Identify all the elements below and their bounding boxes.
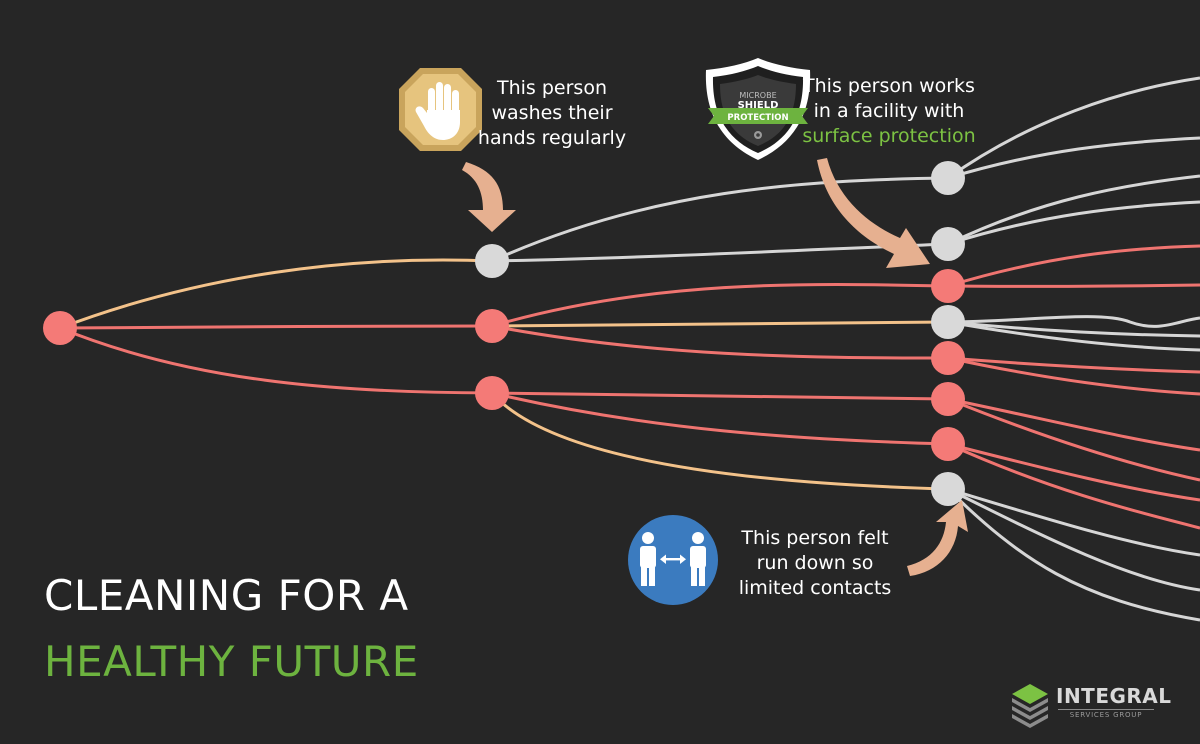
link <box>947 283 1200 288</box>
link <box>947 315 1200 328</box>
node-gen3-infected <box>931 341 965 375</box>
annotation-line: in a facility with <box>813 100 965 122</box>
integral-logo: INTEGRAL SERVICES GROUP <box>1012 682 1182 726</box>
annotation-line: hands regularly <box>477 127 627 149</box>
link <box>947 356 1200 374</box>
link <box>947 442 1200 502</box>
link <box>947 442 1200 530</box>
node-gen3-healthy <box>931 472 965 506</box>
shield-top-text: MICROBE <box>739 91 776 100</box>
links-generation-1 <box>59 258 493 395</box>
link <box>947 174 1200 246</box>
handwash-annotation: This person washes their hands regularly <box>472 76 632 151</box>
curved-arrow-handwash <box>462 162 516 232</box>
link <box>947 320 1200 352</box>
link <box>491 320 949 328</box>
link <box>59 258 493 330</box>
node-gen2-infected <box>475 376 509 410</box>
annotation-line: limited contacts <box>738 577 892 599</box>
title-line-2: HEALTHY FUTURE <box>44 637 419 686</box>
annotation-line: This person <box>497 77 607 99</box>
shield-middle-text: SHIELD <box>738 100 779 111</box>
link <box>947 487 1200 557</box>
link <box>491 391 949 401</box>
link <box>59 324 493 330</box>
social-distance-icon <box>628 515 718 605</box>
link <box>491 324 949 360</box>
link <box>947 76 1200 180</box>
link <box>491 176 949 263</box>
node-gen3-healthy <box>931 305 965 339</box>
link <box>491 283 949 328</box>
annotation-line: This person works <box>803 75 975 97</box>
link <box>946 487 1200 622</box>
link <box>947 200 1200 246</box>
annotation-highlight: surface protection <box>802 125 976 147</box>
shield-ribbon-text: PROTECTION <box>727 113 788 123</box>
nodes <box>43 161 965 506</box>
surface-annotation: This person works in a facility with sur… <box>794 74 984 149</box>
link <box>491 242 949 263</box>
link <box>947 397 1200 452</box>
distance-annotation: This person felt run down so limited con… <box>730 526 900 601</box>
links-generation-2 <box>490 176 949 491</box>
link <box>491 391 949 446</box>
node-gen3-healthy <box>931 227 965 261</box>
link <box>490 392 949 491</box>
link <box>947 356 1200 396</box>
node-gen2-infected <box>475 309 509 343</box>
logo-name: INTEGRAL <box>1056 684 1172 708</box>
node-gen3-infected <box>931 427 965 461</box>
node-gen3-healthy <box>931 161 965 195</box>
title-line-1: CLEANING FOR A <box>44 571 409 620</box>
integral-logo-mark <box>1012 684 1048 728</box>
link <box>59 326 493 395</box>
link <box>947 320 1200 338</box>
link <box>947 136 1200 180</box>
node-gen3-infected <box>931 382 965 416</box>
arrows <box>462 158 968 576</box>
annotation-line: run down so <box>756 552 874 574</box>
stop-hand-icon <box>399 68 482 151</box>
annotation-line: This person felt <box>741 527 889 549</box>
link <box>947 397 1200 482</box>
link <box>947 244 1200 288</box>
curved-arrow-distance <box>907 500 968 576</box>
link <box>947 487 1200 592</box>
logo-subtitle: SERVICES GROUP <box>1058 709 1154 719</box>
curved-arrow-surface <box>817 158 930 268</box>
shield-badge-icon: MICROBE SHIELD PROTECTION <box>705 58 811 160</box>
links-generation-3 <box>946 76 1200 622</box>
annotation-line: washes their <box>491 102 613 124</box>
node-origin-infected <box>43 311 77 345</box>
node-gen2-healthy <box>475 244 509 278</box>
node-gen3-infected <box>931 269 965 303</box>
